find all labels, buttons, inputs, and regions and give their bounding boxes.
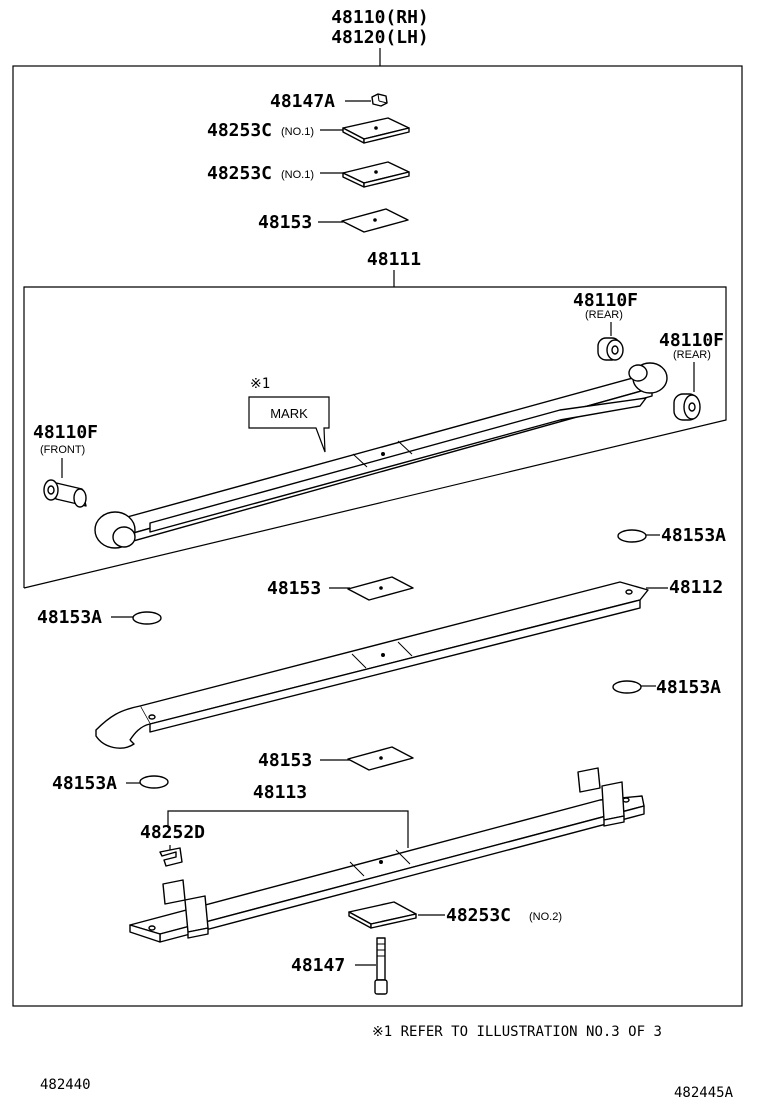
spacer-plate-no2 [348, 901, 417, 929]
label-48113: 48113 [253, 782, 307, 803]
label-48147: 48147 [291, 955, 345, 976]
label-48153A-right-2: 48153A [656, 677, 721, 698]
third-leaf-48113 [129, 767, 645, 943]
main-leaf-48111 [94, 362, 668, 549]
spacer-plate-no1-b [342, 161, 410, 188]
title-lh: 48120(LH) [331, 27, 429, 48]
outer-frame [12, 65, 743, 1007]
bushing-rear-1 [597, 337, 624, 361]
second-leaf-48112 [95, 581, 649, 749]
footnote: ※1 REFER TO ILLUSTRATION NO.3 OF 3 [372, 1024, 662, 1040]
mark-callout [248, 396, 330, 453]
label-48110F-rear-1-sub: (REAR) [585, 309, 623, 321]
label-48110F-rear-2: 48110F [659, 330, 724, 351]
bushing-rear-2 [673, 393, 701, 421]
label-48111: 48111 [367, 249, 421, 270]
pad-48153A-right-2 [612, 680, 642, 694]
label-48253C-no2: 48253C [446, 905, 511, 926]
code-left: 482440 [40, 1077, 91, 1093]
label-48252D: 48252D [140, 822, 205, 843]
label-48153A-left-1: 48153A [37, 607, 102, 628]
label-48147A: 48147A [270, 91, 335, 112]
label-48112: 48112 [669, 577, 723, 598]
label-48153-top: 48153 [258, 212, 312, 233]
mark-label: MARK [270, 406, 308, 421]
mark-ref: ※1 [250, 376, 270, 392]
label-48253C-no2-sub: (NO.2) [529, 911, 562, 923]
label-48253C-no1-b-sub: (NO.1) [281, 169, 314, 181]
label-48253C-no1-a: 48253C [207, 120, 272, 141]
label-48110F-rear-2-sub: (REAR) [673, 349, 711, 361]
label-48153-mid: 48153 [267, 578, 321, 599]
title-rh: 48110(RH) [331, 7, 429, 28]
spacer-plate-no1-a [342, 117, 410, 144]
clip-48252D [159, 847, 183, 867]
bushing-front [43, 479, 87, 508]
frame-48111 [23, 286, 727, 589]
pad-48153-low [347, 746, 414, 771]
label-48110F-rear-1: 48110F [573, 290, 638, 311]
label-48253C-no1-b: 48253C [207, 163, 272, 184]
pad-48153A-left-2 [139, 775, 169, 789]
label-48153A-right-1: 48153A [661, 525, 726, 546]
pad-48153A-right-1 [617, 529, 647, 543]
nut-48147A [371, 93, 388, 107]
label-48253C-no1-a-sub: (NO.1) [281, 126, 314, 138]
leader-48113 [167, 810, 409, 848]
code-right: 482445A [674, 1085, 734, 1101]
label-48153A-left-2: 48153A [52, 773, 117, 794]
pad-48153A-left-1 [132, 611, 162, 625]
label-48110F-front: 48110F [33, 422, 98, 443]
pad-48153-mid [347, 576, 414, 601]
center-bolt-48147 [374, 937, 388, 995]
label-48153-low: 48153 [258, 750, 312, 771]
pad-48153-top [341, 208, 409, 233]
label-48110F-front-sub: (FRONT) [40, 444, 85, 456]
